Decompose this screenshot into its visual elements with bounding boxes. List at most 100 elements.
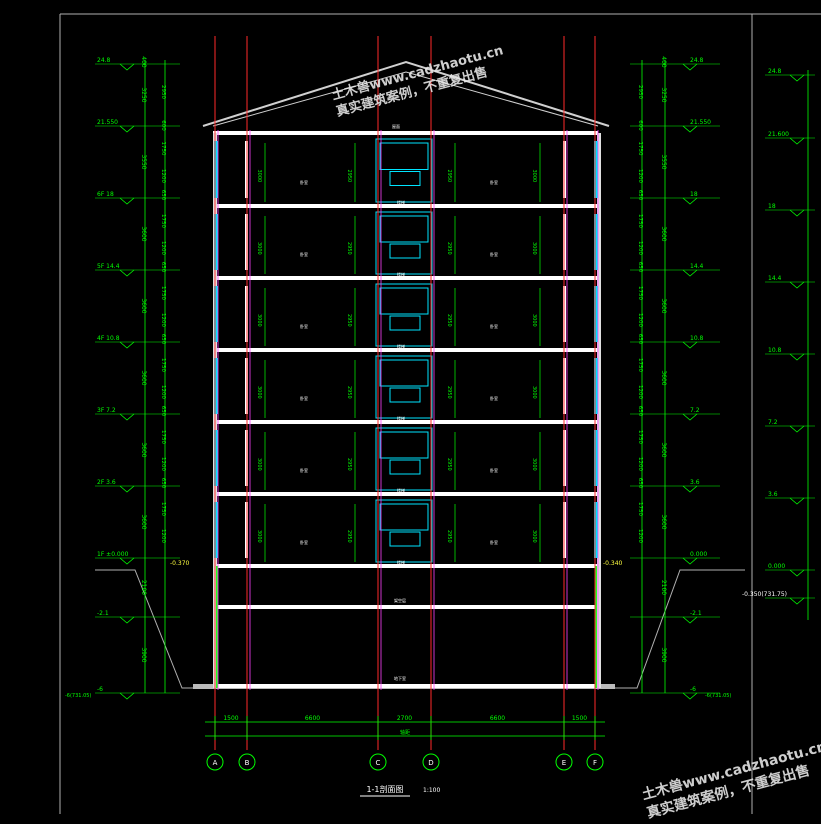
elevation-mark-right [682,63,698,71]
stair-window [379,431,429,459]
elevation-text-right: 7.2 [690,407,700,414]
elevation-text-left: 24.8 [97,57,111,64]
elevation-text-left: 6F 18 [97,191,114,198]
window-left [214,358,218,414]
room-label: 卧室 [490,395,498,401]
elevation-text-right: 21.550 [690,119,711,126]
room-label: 卧室 [490,323,498,329]
axis-bubble [586,753,604,771]
stair-label: 楼梯 [397,199,405,205]
stair-core [375,283,433,347]
bay-dim-text: 1500 [572,715,587,722]
elevation-mark-left [119,692,135,700]
elevation-text-left: 1F ±0.000 [97,551,129,558]
right-part-dim: 1200 [637,241,643,255]
drawing-title: 1-1剖面图 [366,784,403,794]
elevation-mark-far [789,74,805,82]
axis-letter: C [376,759,381,767]
total-dim-text: 轴距 [400,729,410,736]
left-part-dim: 1200 [160,169,166,183]
roof-inner [212,71,599,127]
left-total-dim: 2100 [140,580,147,595]
left-total-dim: 3600 [140,514,147,529]
elevation-mark-left [119,341,135,349]
floor-slab [213,420,598,424]
room-label: 卧室 [300,179,308,185]
floor-slab [213,605,598,609]
stair-core [375,138,433,203]
right-total-dim: 3600 [660,514,667,529]
basement-label: 架空层 [394,597,406,603]
elevation-text-far: 0.000 [768,563,785,570]
window-left [214,430,218,486]
exterior-wall [597,133,601,688]
elevation-text-right: 24.8 [690,57,704,64]
right-total-dim: 400 [660,56,667,68]
stair-panel [389,171,421,186]
right-part-dim: 2950 [637,85,643,99]
elevation-mark-far [789,137,805,145]
axis-bubble [369,753,387,771]
right-total-dim: 3250 [660,87,667,102]
inner-dim-text: 2950 [446,170,452,183]
elevation-text-left: -6 [97,686,103,693]
left-total-dim: 3550 [140,154,147,169]
elevation-mark-right [682,269,698,277]
window-right [594,141,598,198]
elevation-text-far: 18 [768,203,776,210]
right-part-dim: 1750 [637,502,643,516]
room-label: 卧室 [300,539,308,545]
bay-dim-text: 1500 [223,715,238,722]
right-part-dim: 1750 [637,142,643,156]
left-part-dim: 1200 [160,457,166,471]
stair-window [379,142,429,170]
axis-letter: E [562,759,566,767]
elevation-mark-right [682,125,698,133]
axis-letter: B [245,759,250,767]
elevation-text-far: 14.4 [768,275,782,282]
building-section [202,60,610,688]
right-part-dim: 1750 [637,214,643,228]
left-part-dim: 1200 [160,385,166,399]
left-part-dim: 1200 [160,313,166,327]
floor-slab [213,204,598,208]
right-part-dim: 650 [637,334,643,345]
right-part-dim: 1200 [637,457,643,471]
right-part-dim: 1200 [637,529,643,543]
right-total-dim: 3600 [660,370,667,385]
stair-window [379,215,429,243]
elevation-mark-left [119,557,135,565]
inner-dim-text: 3000 [531,530,537,543]
elevation-text-right: 14.4 [690,263,704,270]
left-total-dim: 3600 [140,370,147,385]
axis-letter: F [593,759,597,767]
elevation-mark-far [789,569,805,577]
elevation-text-right: 0.000 [690,551,707,558]
inner-dim-text: 3000 [531,386,537,399]
elevation-mark-left [119,616,135,624]
right-part-dim: 650 [637,262,643,273]
stair-window [379,287,429,315]
room-label: 卧室 [300,467,308,473]
bay-dim-text: 6600 [490,715,505,722]
axis-lines [206,36,604,771]
left-part-dim: 2950 [160,85,166,99]
left-total-dim: 3600 [140,442,147,457]
window-left [214,502,218,558]
left-part-dim: 1200 [160,529,166,543]
drawing-frame [59,13,821,814]
inner-dim-text: 2950 [346,386,352,399]
left-part-dim: 650 [160,478,166,489]
elevation-text-far: 21.600 [768,131,789,138]
elevation-mark-right [682,692,698,700]
floor-slab [213,684,598,688]
elevation-mark-right [682,413,698,421]
right-part-dim: 1750 [637,286,643,300]
axis-bubble [206,753,224,771]
left-part-dim: 1750 [160,502,166,516]
inner-dim-text: 2950 [446,242,452,255]
inner-dim-text: 3000 [531,314,537,327]
elevation-mark-left [119,485,135,493]
